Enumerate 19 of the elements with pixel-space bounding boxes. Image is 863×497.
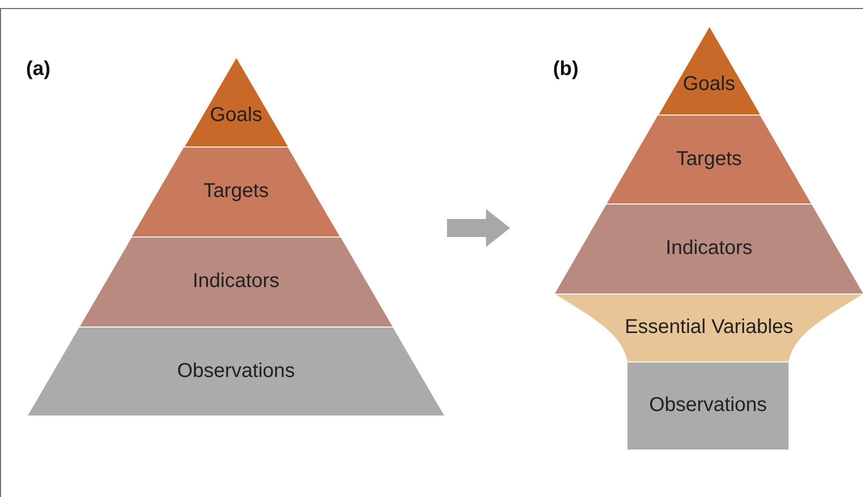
funnel-tier	[554, 294, 863, 362]
base-block	[627, 362, 789, 450]
tier-label: Targets	[202, 180, 270, 203]
arrow	[447, 209, 510, 247]
tier-label: Indicators	[664, 237, 754, 260]
tier-label: Targets	[675, 148, 743, 170]
pyramid-tier	[131, 147, 341, 237]
pyramid-tier	[606, 115, 812, 204]
pyramid-tier	[27, 327, 445, 416]
panel-heading: (a)	[26, 58, 50, 81]
tier-label: Goals	[208, 104, 264, 128]
pyramid-tier	[78, 237, 394, 327]
tier-label: Observations	[648, 394, 768, 417]
pyramid-tier	[554, 204, 863, 294]
tier-label: Indicators	[192, 270, 280, 293]
tier-label: Goals	[682, 72, 736, 96]
panel-heading: (b)	[553, 58, 579, 81]
tier-label: Essential Variables	[624, 316, 794, 339]
tier-label: Observations	[176, 360, 296, 382]
